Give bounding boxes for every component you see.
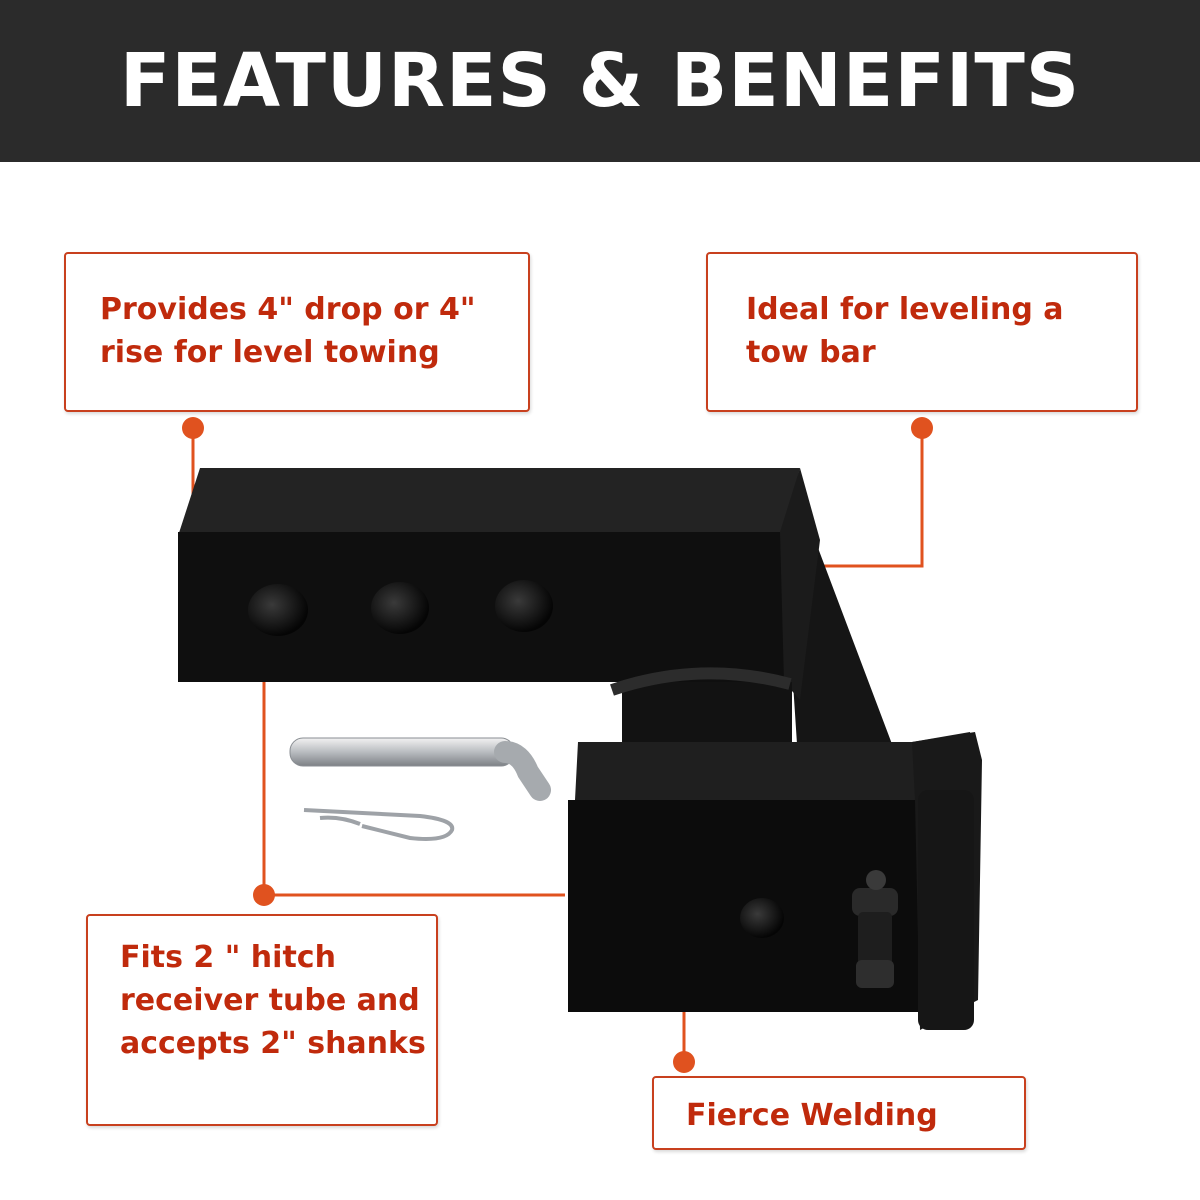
callout-leveling: Ideal for leveling a tow bar xyxy=(706,252,1138,412)
receiver-pin-hole xyxy=(740,898,784,938)
connector-dot-drop xyxy=(182,417,204,439)
pin-hole-1 xyxy=(248,584,308,636)
shank-tube-end xyxy=(780,468,820,700)
connector-dots xyxy=(182,417,933,1073)
callout-drop-rise: Provides 4" drop or 4" rise for level to… xyxy=(64,252,530,412)
drop-hitch-receiver xyxy=(178,468,982,1030)
page-title: FEATURES & BENEFITS xyxy=(119,38,1081,124)
hitch-pin xyxy=(289,737,551,801)
connector-dot-welding xyxy=(673,1051,695,1073)
shank-tube-top-face xyxy=(178,468,800,536)
anti-rattle-bolt xyxy=(852,870,898,988)
callout-text-drop-rise: Provides 4" drop or 4" rise for level to… xyxy=(100,292,476,370)
callout-text-leveling: Ideal for leveling a tow bar xyxy=(746,292,1064,370)
pin-holes xyxy=(248,580,553,636)
connector-line-leveling xyxy=(790,428,924,568)
receiver-top-face xyxy=(575,732,975,800)
hitch-clip xyxy=(303,808,455,841)
receiver-collar-face xyxy=(918,790,974,1030)
weld-bead-top xyxy=(610,667,792,696)
header-banner: FEATURES & BENEFITS xyxy=(0,0,1200,162)
pin-hole-3 xyxy=(495,580,553,632)
connector-dot-fits xyxy=(253,884,275,906)
callout-text-fits: Fits 2 " hitch receiver tube and accepts… xyxy=(120,940,426,1061)
callout-text-welding: Fierce Welding xyxy=(686,1098,938,1133)
pin-hole-2 xyxy=(371,582,429,634)
callout-fits: Fits 2 " hitch receiver tube and accepts… xyxy=(86,914,438,1126)
callout-welding: Fierce Welding xyxy=(652,1076,1026,1150)
connector-line-fits xyxy=(262,680,565,897)
connector-dot-leveling xyxy=(911,417,933,439)
